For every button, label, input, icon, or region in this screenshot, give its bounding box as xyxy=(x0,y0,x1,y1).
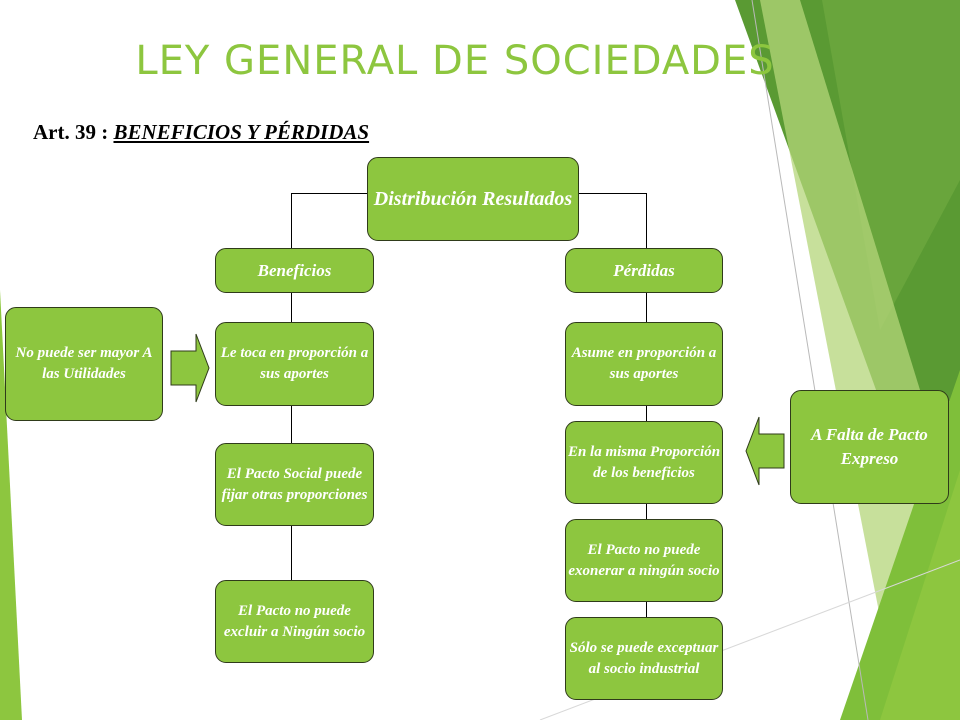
connector-root-right-h xyxy=(578,193,647,194)
connector-root-left-h xyxy=(291,193,368,194)
side-note-left: No puede ser mayor A las Utilidades xyxy=(5,307,163,421)
connector-root-left-v xyxy=(291,193,292,249)
right-lower-panel xyxy=(880,470,960,720)
arrow-left-icon xyxy=(745,416,785,486)
article-number: Art. 39 : xyxy=(33,120,114,144)
root-node: Distribución Resultados xyxy=(367,157,579,241)
right-mid-panel xyxy=(822,0,960,330)
connector-root-right-v xyxy=(646,193,647,249)
perdidas-item-4: Sólo se puede exceptuar al socio industr… xyxy=(565,617,723,700)
page-title: LEY GENERAL DE SOCIEDADES xyxy=(135,38,775,84)
header-perdidas: Pérdidas xyxy=(565,248,723,293)
arrow-right-icon xyxy=(170,333,210,403)
beneficios-item-1: Le toca en proporción a sus aportes xyxy=(215,322,374,406)
connector-left-column xyxy=(291,292,292,582)
beneficios-item-2: El Pacto Social puede fijar otras propor… xyxy=(215,443,374,526)
header-beneficios: Beneficios xyxy=(215,248,374,293)
perdidas-item-2: En la misma Proporción de los beneficios xyxy=(565,421,723,504)
beneficios-item-3: El Pacto no puede excluir a Ningún socio xyxy=(215,580,374,663)
article-topic: BENEFICIOS Y PÉRDIDAS xyxy=(113,120,370,144)
side-note-right: A Falta de Pacto Expreso xyxy=(790,390,949,504)
decorative-line xyxy=(751,0,869,720)
perdidas-item-1: Asume en proporción a sus aportes xyxy=(565,322,723,406)
perdidas-item-3: El Pacto no puede exonerar a ningún soci… xyxy=(565,519,723,602)
article-subtitle: Art. 39 : BENEFICIOS Y PÉRDIDAS xyxy=(33,120,369,145)
